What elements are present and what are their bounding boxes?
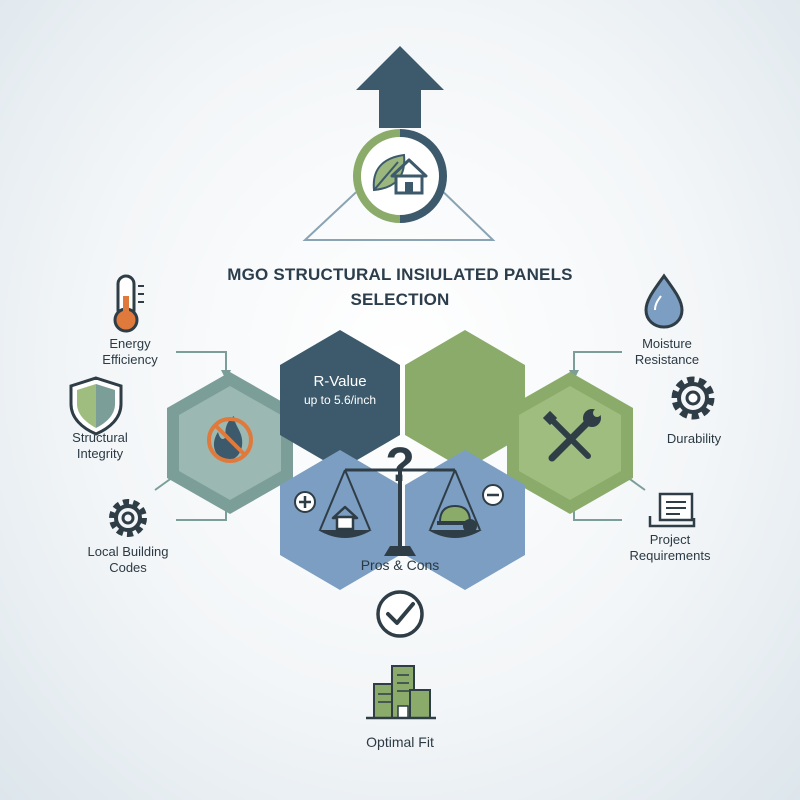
document-icon [648,492,696,528]
rvalue-title: R-Value [313,373,367,390]
durability-gear-icon [671,376,715,420]
structural-line-1: Structural [72,430,128,445]
fire-prohibited-icon [207,416,253,463]
rvalue-label: R-Value up to 5.6/inch [280,372,400,408]
rvalue-subtitle: up to 5.6/inch [303,393,377,407]
water-drop-icon [644,273,684,329]
thermometer-icon [113,274,144,333]
moisture-resistance-label: Moisture Resistance [614,336,720,368]
hex-green-top [405,330,525,470]
energy-line-1: Energy [109,336,151,351]
project-line-1: Project [649,532,691,547]
leaf-house-icon [353,129,447,223]
structural-integrity-label: Structural Integrity [50,430,150,462]
local-line-1: Local Building [87,544,169,559]
diagram-title: MGO STRUCTURAL INSIULATED PANELS SELECTI… [150,262,650,312]
buildings-icon [366,665,436,720]
energy-efficiency-label: Energy Efficiency [80,336,180,368]
optimal-fit-label: Optimal Fit [366,734,434,750]
question-mark: ? [385,439,415,492]
title-line-1: MGO STRUCTURAL INSIULATED PANELS [227,265,573,284]
minus-icon [482,484,504,506]
balance-scale-icon [318,468,482,556]
pros-cons-label: Pros & Cons [360,557,440,573]
gear-icon [109,499,147,537]
structural-line-2: Integrity [76,446,124,461]
local-building-codes-label: Local Building Codes [62,544,194,576]
wrench-icon [542,409,601,462]
up-arrow-icon [356,46,444,128]
pyramid-outline [302,181,496,241]
moisture-line-2: Resistance [634,352,700,367]
project-requirements-label: Project Requirements [610,532,730,564]
durability-label: Durability [644,431,744,447]
durability-text: Durability [666,431,722,446]
local-line-2: Codes [109,560,147,575]
plus-icon [294,491,316,513]
shield-icon [69,376,123,436]
title-line-2: SELECTION [350,290,450,309]
checkmark-icon [376,590,424,638]
hex-rvalue [280,330,400,470]
project-line-2: Requirements [629,548,711,563]
energy-line-2: Efficiency [102,352,158,367]
moisture-line-1: Moisture [642,336,692,351]
